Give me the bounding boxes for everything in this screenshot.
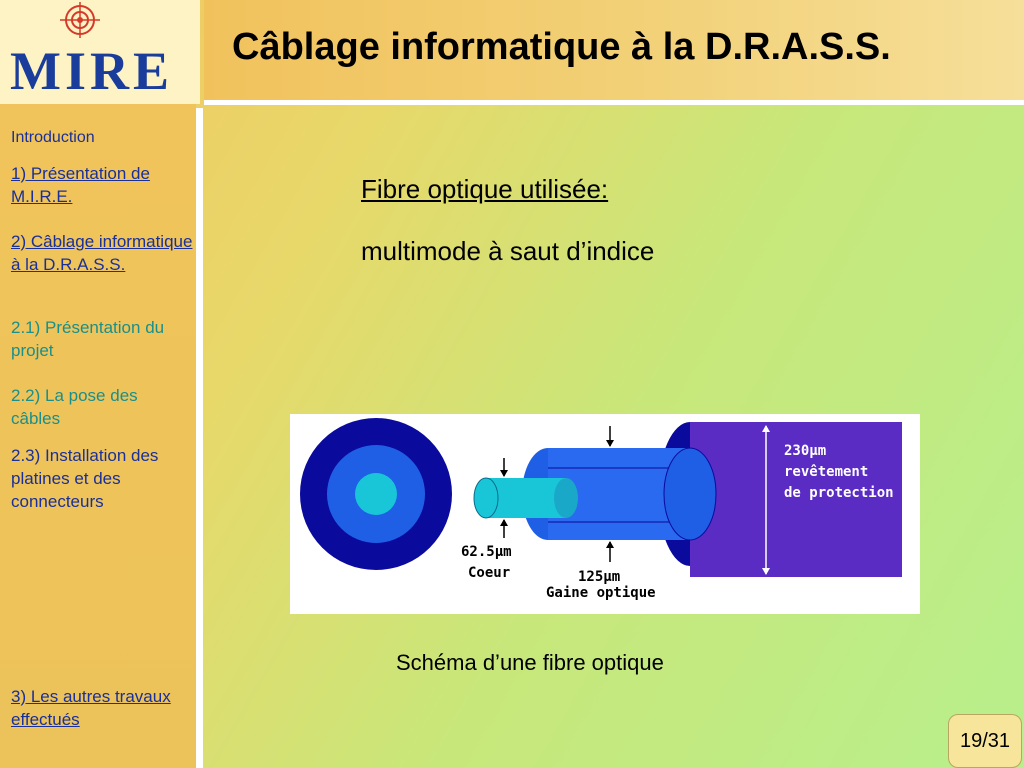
core-name-label: Coeur: [468, 565, 510, 581]
sidebar-item-presentation-projet[interactable]: 2.1) Présentation du projet: [11, 318, 165, 360]
coating-name-label-2: de protection: [784, 485, 894, 501]
sidebar-item-autres-travaux[interactable]: 3) Les autres travaux effectués: [11, 687, 171, 729]
section-subheading: multimode à saut d’indice: [361, 236, 655, 266]
cladding-name-label: Gaine optique: [546, 585, 656, 601]
sidebar-item-installation-platines[interactable]: 2.3) Installation des platines et des co…: [11, 446, 159, 511]
core-section: [486, 478, 566, 518]
sidebar-item-introduction[interactable]: Introduction: [11, 129, 95, 146]
page-title: Câblage informatique à la D.R.A.S.S.: [232, 26, 891, 68]
diagram-caption: Schéma d’une fibre optique: [396, 650, 664, 675]
sidebar-item-pose-cables[interactable]: 2.2) La pose des câbles: [11, 386, 138, 428]
target-icon: [60, 2, 100, 38]
cladding-diameter-label: 125µm: [578, 569, 620, 585]
page-number: 19/31: [948, 714, 1022, 768]
fiber-diagram: 62.5µm Coeur 125µm Gaine optique 230µm r…: [290, 414, 920, 614]
sidebar: [0, 104, 196, 768]
logo-area: MIRE: [0, 0, 200, 104]
sidebar-item-presentation-mire[interactable]: 1) Présentation de M.I.R.E.: [11, 164, 150, 206]
coating-name-label-1: revêtement: [784, 464, 868, 480]
section-heading: Fibre optique utilisée:: [361, 174, 609, 204]
sidebar-item-cablage-drass[interactable]: 2) Câblage informatique à la D.R.A.S.S.: [11, 232, 193, 274]
coating-section: [690, 422, 902, 577]
sidebar-divider: [196, 108, 203, 768]
logo: MIRE: [10, 41, 173, 101]
coating-diameter-label: 230µm: [784, 443, 826, 459]
core-diameter-label: 62.5µm: [461, 544, 512, 560]
cross-section-core: [355, 473, 397, 515]
title-band: [204, 0, 1024, 100]
header-divider: [204, 100, 1024, 105]
